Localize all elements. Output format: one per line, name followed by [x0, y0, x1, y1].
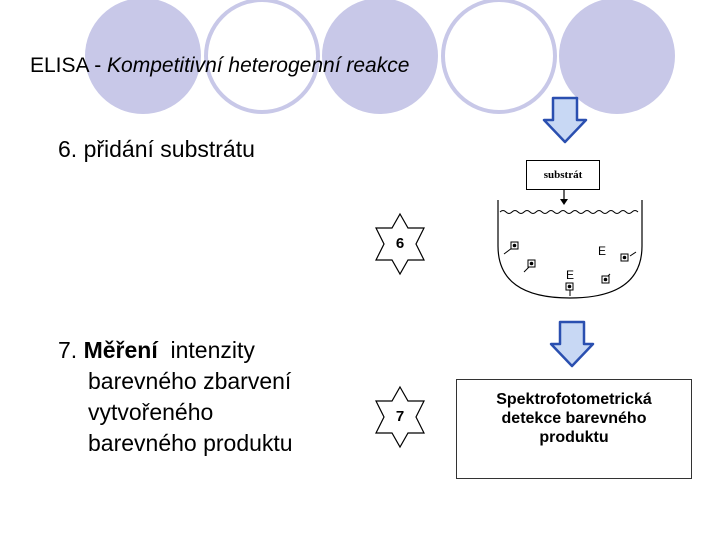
- result-line-2: detekce barevného: [501, 410, 647, 427]
- down-arrow-icon: [542, 96, 588, 144]
- star-badge-6-label: 6: [395, 235, 405, 252]
- step-7-line-4: barevného produktu: [88, 430, 293, 456]
- star-badge-6: [375, 212, 425, 276]
- step-6-label: 6. přidání substrátu: [58, 136, 255, 162]
- step-7-line-3: vytvořeného: [88, 399, 214, 425]
- ring-circle: [441, 0, 557, 114]
- result-box: Spektrofotometrická detekce barevného pr…: [456, 379, 692, 479]
- microplate-well-diagram: [497, 190, 643, 299]
- star-badge-7: [375, 385, 425, 449]
- title-italic: Kompetitivní heterogenní reakce: [107, 54, 410, 77]
- step-7-text: 7. Měření intenzity barevného zbarvení v…: [58, 335, 358, 459]
- star-badge-7-label: 7: [395, 408, 405, 425]
- filled-circle: [85, 0, 201, 114]
- ring-circle: [204, 0, 320, 114]
- enzyme-label: E: [566, 268, 575, 282]
- down-arrow-icon: [549, 320, 595, 368]
- title-prefix: ELISA -: [30, 54, 108, 77]
- step-7-line-2: barevného zbarvení: [88, 368, 292, 394]
- enzyme-label: E: [598, 244, 607, 258]
- step-7-number: 7.: [58, 337, 84, 363]
- result-line-3: produktu: [539, 429, 609, 446]
- filled-circle: [559, 0, 675, 114]
- filled-circle: [322, 0, 438, 114]
- substrate-box: substrát: [526, 160, 600, 190]
- step-7-line-1: 7. Měření intenzity: [58, 335, 358, 366]
- step-7-rest: intenzity: [157, 337, 255, 363]
- slide-title: ELISA - Kompetitivní heterogenní reakce: [30, 54, 409, 78]
- step-7-bold: Měření: [83, 337, 158, 363]
- result-line-1: Spektrofotometrická: [496, 391, 652, 408]
